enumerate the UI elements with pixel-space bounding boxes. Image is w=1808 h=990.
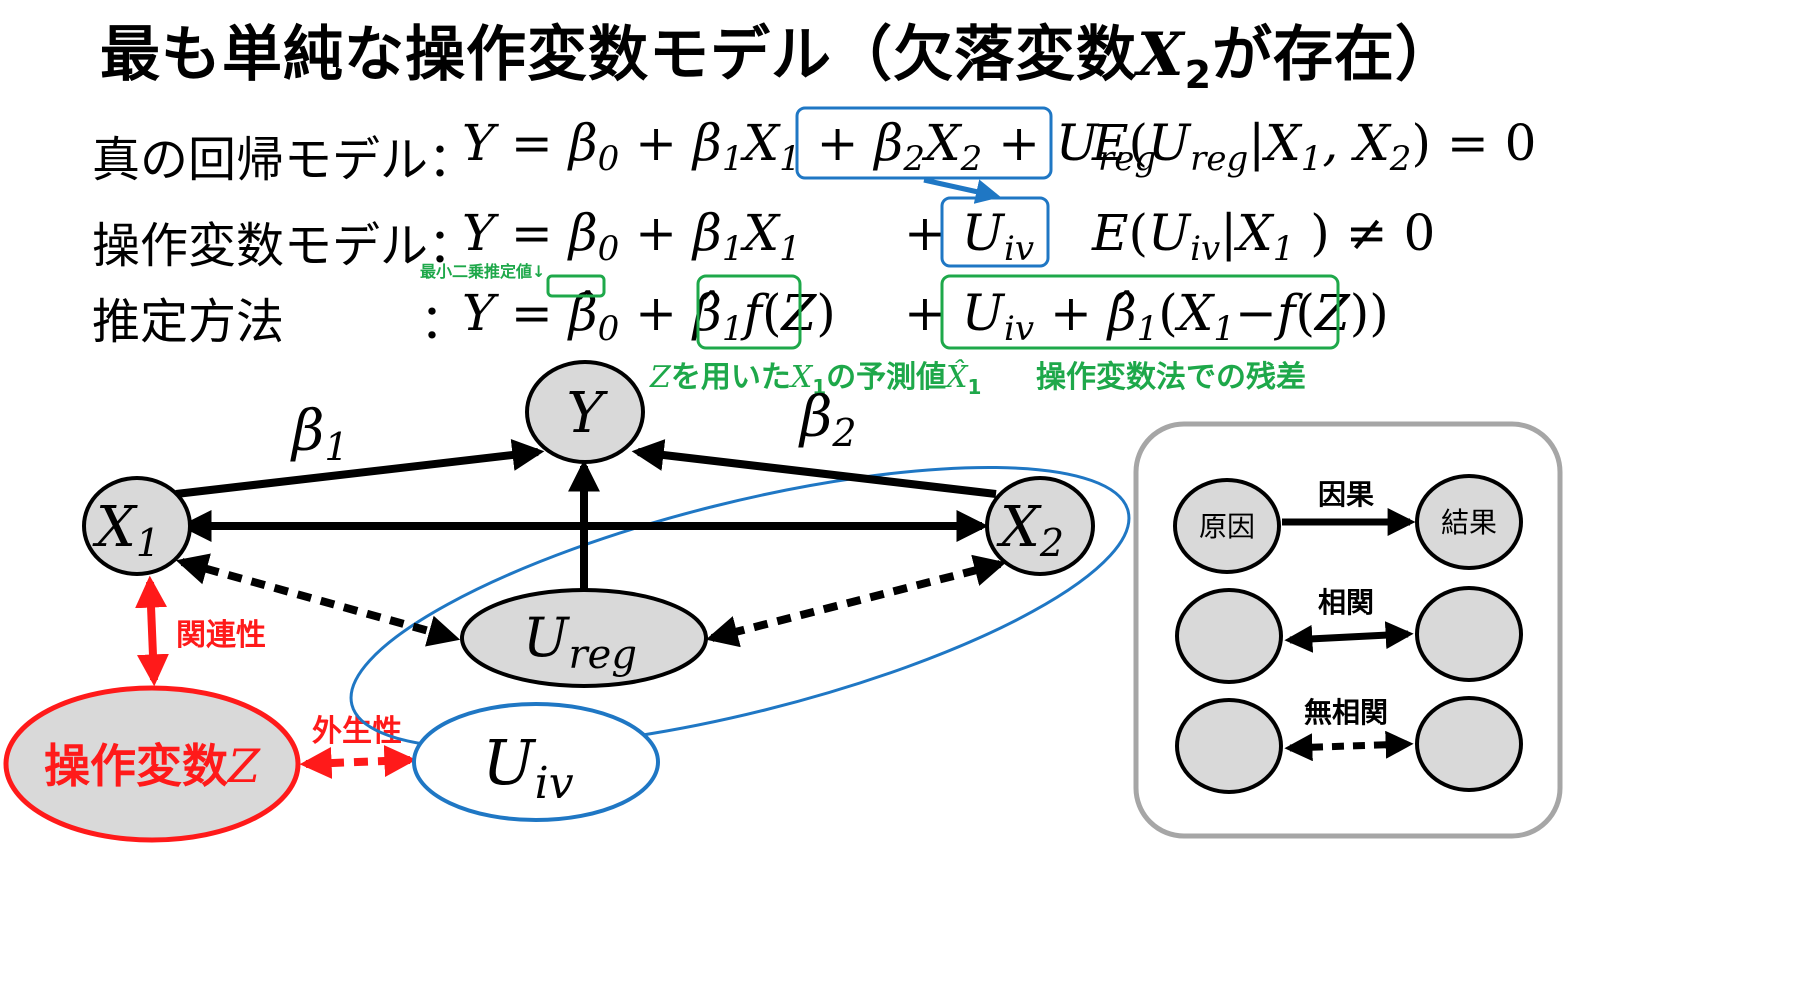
legend-nocorr-node-left xyxy=(1175,698,1283,794)
residual-note: 操作変数法での残差 xyxy=(1036,360,1306,395)
edge-x1-ureg xyxy=(175,553,461,647)
prediction-note: Zを用いたX1の予測値X̂1 xyxy=(650,360,982,399)
row-label-iv-model: 操作変数モデル： xyxy=(92,218,477,274)
svg-text:Uiv: Uiv xyxy=(482,726,573,809)
node-ureg: Ureg xyxy=(460,588,708,688)
svg-text:X1: X1 xyxy=(92,495,160,565)
edge-x2-y xyxy=(631,439,997,498)
node-x1: X1 xyxy=(82,476,192,576)
legend-causal-label: 因果 xyxy=(1318,478,1374,511)
slide-title: 最も単純な操作変数モデル（欠落変数X2が存在） xyxy=(100,20,1457,97)
error-term-box xyxy=(795,106,1053,180)
legend-effect-node xyxy=(1415,474,1523,570)
equation-estimation-residual: + Uiv + β̂1(X1−f(Z)) xyxy=(904,284,1389,349)
error-to-uiv-arrow xyxy=(923,177,1001,204)
edge-x1-y xyxy=(175,439,545,498)
equation-iv-condition: E(Uiv|X1 ) ≠ 0 xyxy=(1092,204,1436,269)
edge-z-uiv xyxy=(299,744,417,780)
uiv-box xyxy=(940,196,1050,268)
node-y: Y xyxy=(525,360,645,464)
ols-estimate-note: 最小二乗推定値↓ xyxy=(420,262,546,281)
legend-correlation-arrow xyxy=(1284,621,1414,653)
beta1-label: β1 xyxy=(290,399,349,469)
row-label-true-regression: 真の回帰モデル： xyxy=(92,132,477,188)
beta2-label: β2 xyxy=(798,385,857,455)
svg-text:Y: Y xyxy=(567,381,609,446)
legend-effect-label: 結果 xyxy=(1441,506,1497,539)
row-label-estimation: 推定方法 xyxy=(92,294,285,350)
node-x2: X2 xyxy=(985,476,1095,576)
equation-iv-error: + Uiv xyxy=(904,204,1035,269)
svg-text:X2: X2 xyxy=(996,495,1064,565)
legend-nocorr-node-right xyxy=(1415,696,1523,792)
legend-corr-node-left xyxy=(1175,588,1283,684)
ols-intercept-box xyxy=(546,274,606,298)
equation-true-condition: E(Ureg|X1, X2) = 0 xyxy=(1092,114,1537,179)
equation-estimation: Y = β̂0 + β̂1f(Z) xyxy=(462,284,836,349)
node-instrument-z: 操作変数Z xyxy=(3,685,301,843)
legend-no-correlation-label: 無相関 xyxy=(1304,696,1388,729)
legend: 原因 結果 因果 相関 無相関 xyxy=(1133,421,1563,839)
omitted-variable-ellipse xyxy=(349,465,1131,751)
legend-cause-node xyxy=(1173,478,1281,574)
legend-cause-label: 原因 xyxy=(1199,510,1255,543)
svg-text:操作変数Z: 操作変数Z xyxy=(44,739,261,793)
edge-z-x1 xyxy=(135,575,169,687)
svg-text:Ureg: Ureg xyxy=(523,606,637,678)
fz-box xyxy=(696,274,802,350)
residual-box xyxy=(940,274,1340,350)
row-colon-estimation: ： xyxy=(420,294,469,350)
legend-corr-node-right xyxy=(1415,586,1523,682)
equation-true-regression: Y = β0 + β1X1 + β2X2 + Ureg xyxy=(462,114,1157,179)
node-uiv: Uiv xyxy=(412,702,660,822)
exogeneity-label: 外生性 xyxy=(312,714,402,749)
equation-iv-model: Y = β0 + β1X1 xyxy=(462,204,801,269)
edge-x2-ureg xyxy=(705,554,1007,648)
legend-correlation-label: 相関 xyxy=(1318,586,1374,619)
